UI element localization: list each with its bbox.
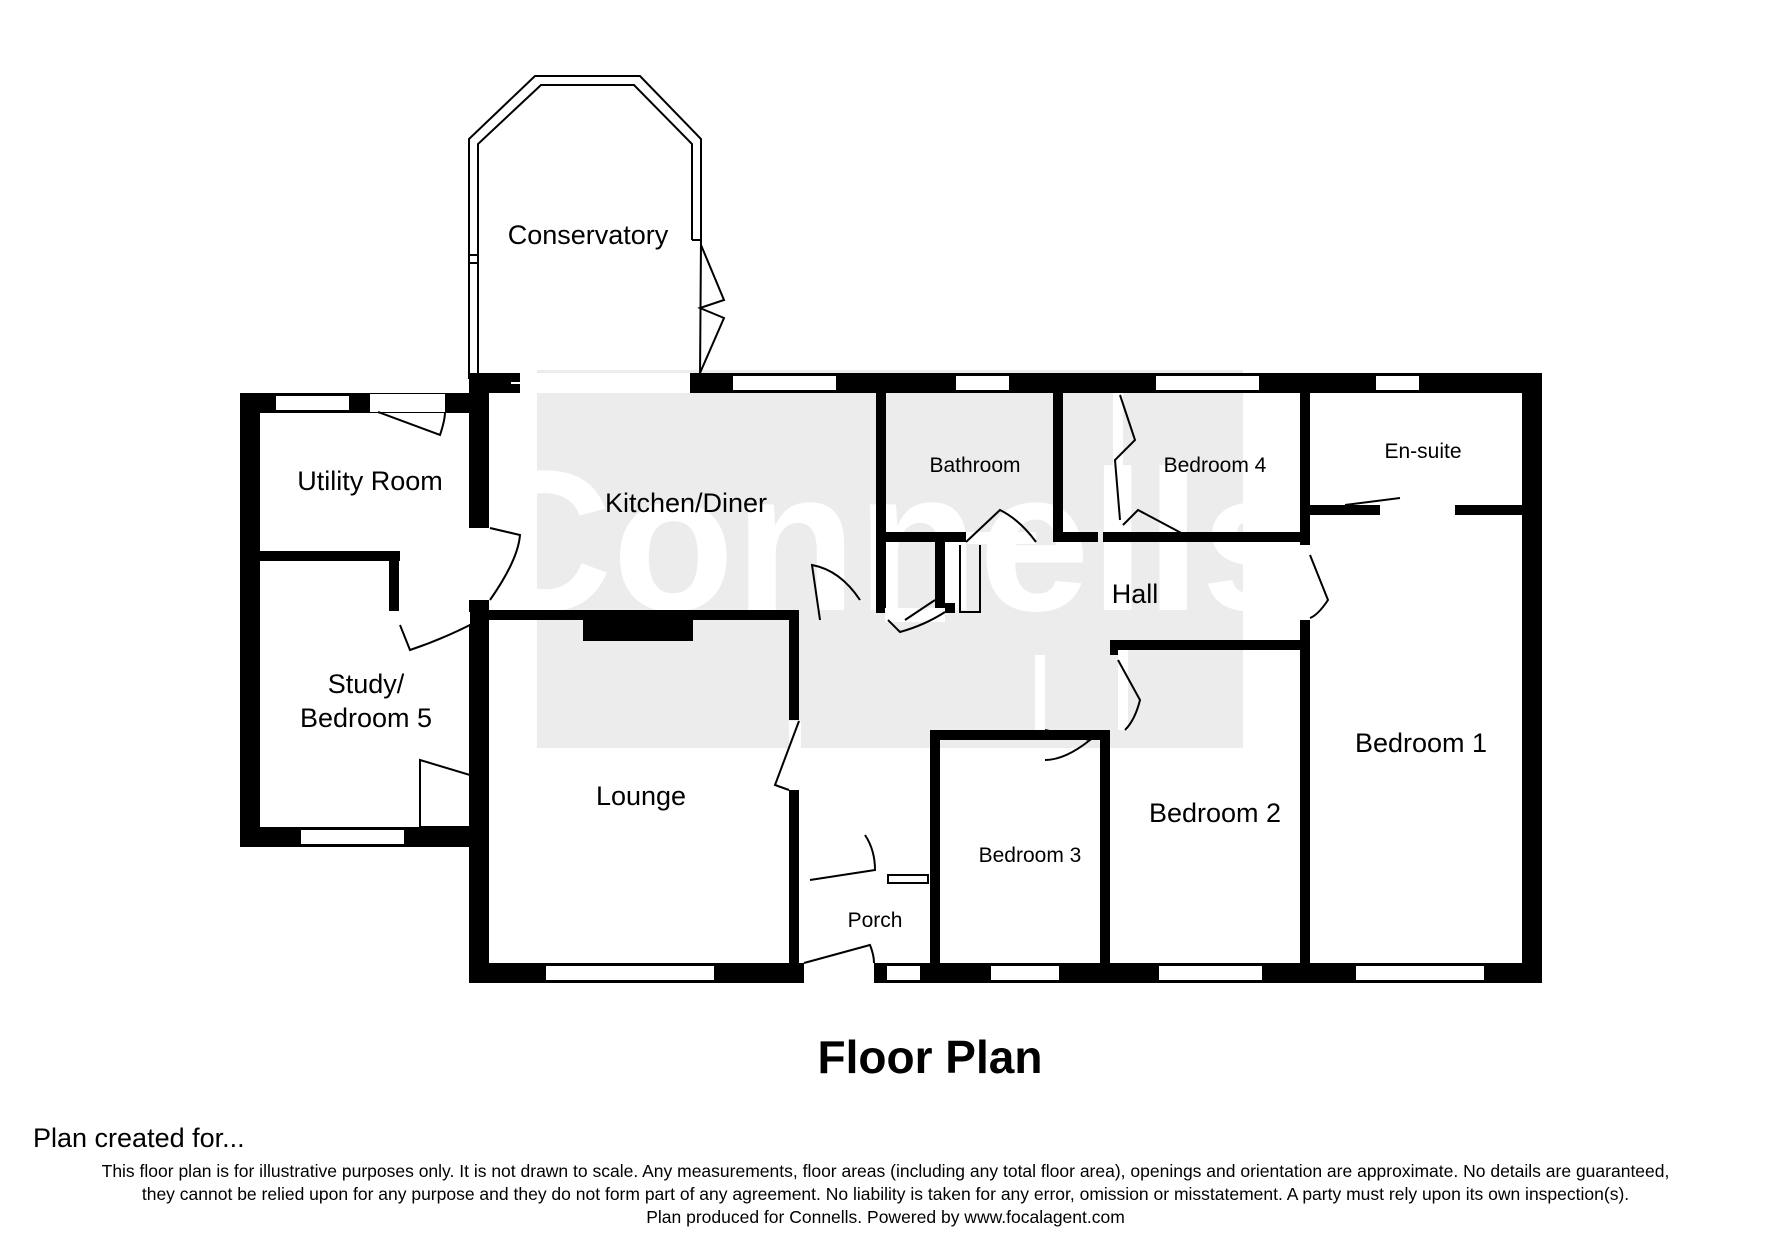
label-utility-room: Utility Room (297, 466, 443, 496)
label-bedroom-1: Bedroom 1 (1355, 728, 1487, 758)
plan-created-for: Plan created for... (33, 1123, 245, 1153)
label-en-suite: En-suite (1384, 440, 1461, 463)
disclaimer-line-2: they cannot be relied upon for any purpo… (141, 1184, 1630, 1204)
label-bedroom-4: Bedroom 4 (1164, 454, 1267, 477)
label-porch: Porch (848, 909, 903, 932)
label-bedroom-3: Bedroom 3 (979, 844, 1082, 867)
label-hall: Hall (1112, 579, 1159, 609)
label-bedroom-2: Bedroom 2 (1149, 798, 1281, 828)
disclaimer-line-3: Plan produced for Connells. Powered by w… (646, 1207, 1125, 1227)
floor-plan-diagram: Connells (240, 75, 1542, 983)
disclaimer: This floor plan is for illustrative purp… (0, 1160, 1771, 1229)
room-labels: Conservatory Utility Room Kitchen/Diner … (297, 220, 1487, 932)
label-conservatory: Conservatory (508, 220, 669, 250)
disclaimer-line-1: This floor plan is for illustrative purp… (101, 1161, 1670, 1181)
label-lounge: Lounge (596, 781, 686, 811)
doors (370, 373, 1455, 983)
watermark: Connells (468, 370, 1312, 748)
label-study-line1: Study/ (328, 669, 405, 699)
label-kitchen-diner: Kitchen/Diner (605, 488, 767, 518)
label-bathroom: Bathroom (929, 454, 1020, 477)
label-study-line2: Bedroom 5 (300, 703, 432, 733)
windows (274, 374, 1486, 982)
plan-title: Floor Plan (817, 1031, 1043, 1083)
